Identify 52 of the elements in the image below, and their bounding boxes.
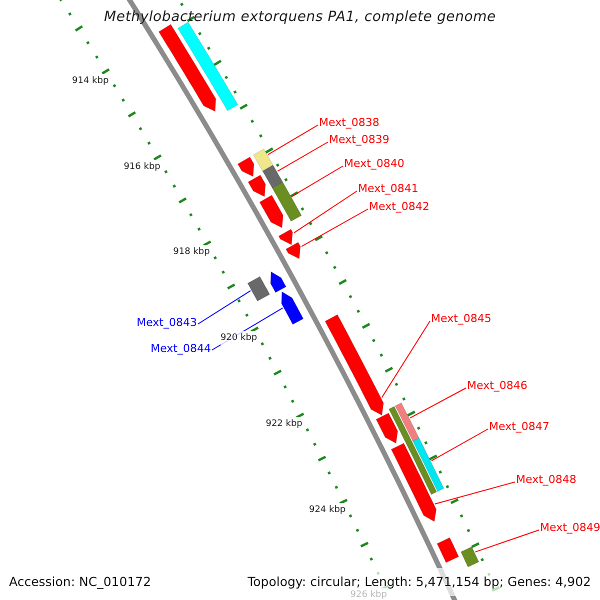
- position-label: 916 kbp: [124, 160, 160, 174]
- leader-line: [294, 190, 358, 234]
- gene-label: Mext_0838: [319, 116, 380, 130]
- position-label: 926 kbp: [350, 588, 387, 600]
- leader-line: [410, 388, 466, 418]
- gene-feature: [262, 164, 284, 189]
- gene-feature: [460, 546, 480, 568]
- leader-line: [277, 142, 328, 172]
- gene-label: Mext_0844: [150, 342, 211, 356]
- gene-label: Mext_0842: [369, 200, 430, 214]
- gene-label: Mext_0841: [358, 182, 418, 196]
- leader-line: [430, 428, 488, 462]
- gene-feature: [412, 438, 444, 492]
- gene-feature: [253, 148, 274, 172]
- leader-line: [198, 290, 252, 324]
- gene-feature: [259, 194, 284, 228]
- gene-label: Mext_0846: [467, 379, 528, 393]
- gene-feature: [286, 242, 301, 260]
- gene-label: Mext_0845: [431, 312, 492, 326]
- gene-label: Mext_0840: [344, 157, 404, 171]
- gene-feature: [394, 402, 420, 442]
- gene-feature: [248, 174, 266, 198]
- position-label: 920 kbp: [220, 331, 258, 346]
- position-label: 924 kbp: [308, 502, 346, 517]
- gene-label: Mext_0843: [136, 316, 197, 330]
- gene-feature: [237, 156, 254, 177]
- leader-line: [301, 208, 368, 247]
- footer-text: Accession: NC_010172: [9, 575, 152, 589]
- gene-label: Mext_0849: [540, 521, 600, 535]
- gene-label: Mext_0839: [329, 133, 390, 147]
- map-title: Methylobacterium extorquens PA1, complete genome: [103, 10, 497, 24]
- gene-label: Mext_0847: [489, 420, 550, 434]
- gene-feature: [388, 406, 438, 495]
- leader-line: [381, 320, 430, 398]
- gene-feature: [270, 271, 286, 293]
- leader-line: [291, 166, 344, 197]
- gene-feature: [390, 442, 437, 522]
- gene-feature: [272, 182, 302, 222]
- position-label: 914 kbp: [72, 74, 109, 88]
- footer-text: Topology: circular; Length: 5,471,154 bp; Genes: 4,902: [248, 575, 591, 589]
- gene-feature: [247, 276, 270, 302]
- leader-line: [434, 482, 516, 504]
- gene-feature: [158, 24, 216, 112]
- gene-feature: [436, 537, 460, 563]
- position-label: 922 kbp: [266, 416, 302, 431]
- gene-label: Mext_0848: [516, 473, 576, 487]
- gene-feature: [376, 412, 398, 444]
- leader-line: [268, 124, 318, 156]
- gene-feature: [278, 228, 293, 246]
- gene-feature: [324, 314, 384, 416]
- leader-line: [474, 530, 540, 552]
- gene-feature: [281, 291, 304, 325]
